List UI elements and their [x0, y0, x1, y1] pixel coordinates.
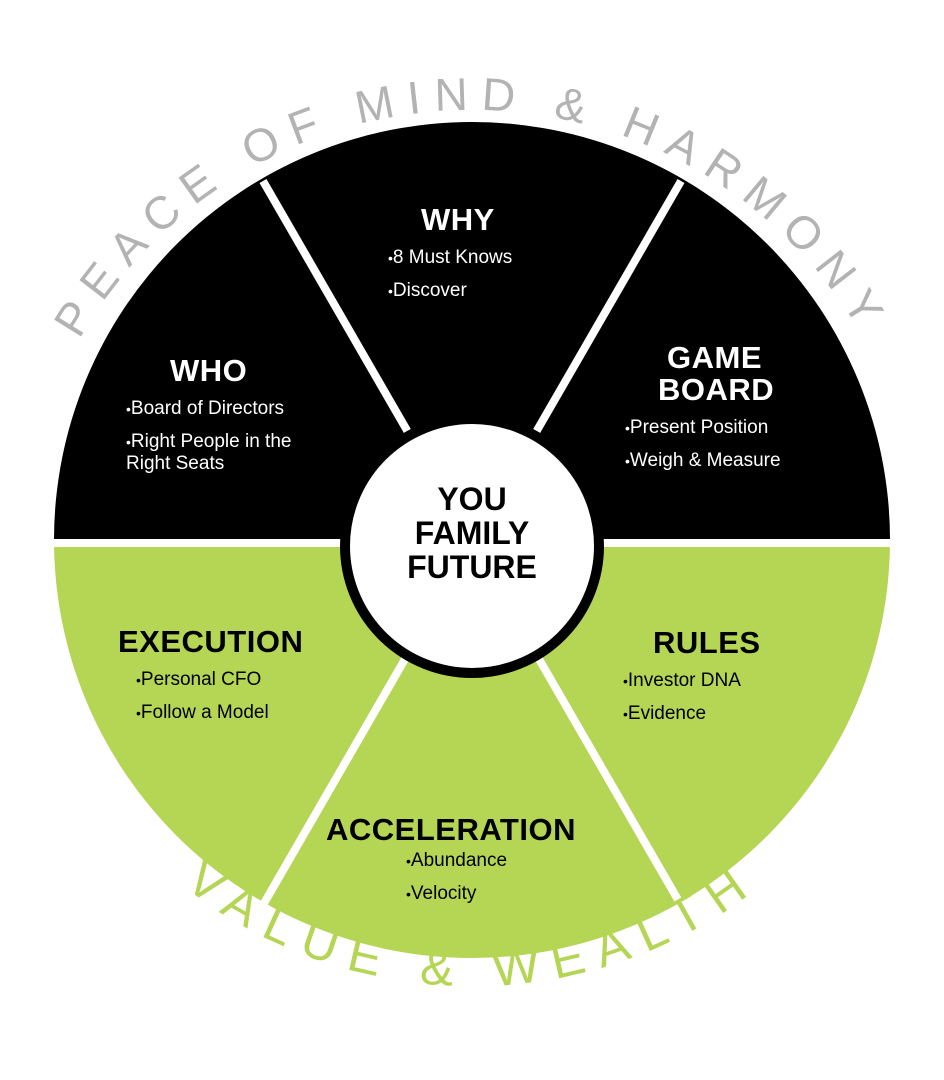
segment-title-line-2: BOARD: [658, 372, 775, 407]
segment-item: Weigh & Measure: [625, 450, 781, 472]
center-line-3: FUTURE: [407, 549, 537, 585]
segment-title: ACCELERATION: [326, 812, 576, 847]
center-label: YOU FAMILY FUTURE: [372, 482, 572, 584]
segment-why: WHY 8 Must Knows Discover: [388, 204, 512, 302]
segment-item: Evidence: [623, 703, 761, 725]
segment-item: Right People in the Right Seats: [126, 431, 306, 475]
segment-title: EXECUTION: [118, 624, 304, 659]
segment-rules: RULES Investor DNA Evidence: [623, 627, 761, 725]
bottom-half-segments: [54, 540, 890, 958]
segment-who: WHO Board of Directors Right People in t…: [126, 355, 306, 475]
segment-game-board: GAME BOARD Present Position Weigh & Meas…: [625, 342, 781, 472]
segment-acceleration: ACCELERATION Abundance Velocity: [326, 814, 576, 905]
segment-title: RULES: [653, 625, 761, 660]
center-circle: [340, 414, 604, 678]
segment-item: Investor DNA: [623, 670, 761, 692]
center-line-2: FAMILY: [414, 515, 530, 551]
segment-item: 8 Must Knows: [388, 247, 512, 269]
segment-item: Present Position: [625, 417, 781, 439]
segment-item: Board of Directors: [126, 398, 306, 420]
segment-item: Personal CFO: [136, 669, 303, 691]
segment-execution: EXECUTION Personal CFO Follow a Model: [118, 626, 303, 724]
center-line-1: YOU: [437, 481, 507, 517]
segment-title: WHY: [421, 202, 495, 237]
segment-item: Discover: [388, 280, 512, 302]
segment-title: WHO: [170, 353, 248, 388]
segment-item: Abundance: [406, 850, 576, 872]
segment-item: Follow a Model: [136, 702, 303, 724]
segment-title-line-1: GAME: [667, 340, 762, 375]
segment-item: Velocity: [406, 883, 576, 905]
